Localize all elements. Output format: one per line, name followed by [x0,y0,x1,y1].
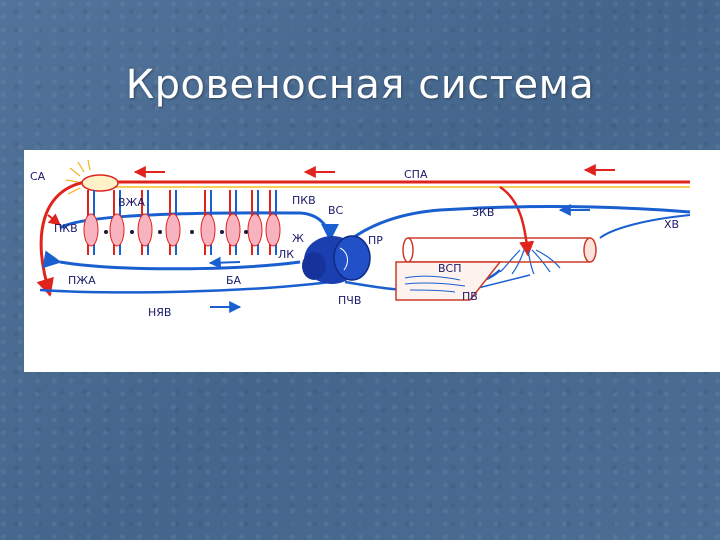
head-artery-inner [47,213,61,226]
posterior-cardinal-vein [349,204,691,242]
label-nyav: НЯВ [148,306,171,319]
gill-arch [83,190,99,255]
label-zkv: ЗКВ [472,206,494,219]
ventral-aorta [42,250,301,271]
liver-capillaries [404,275,466,293]
arrow-ba [208,256,241,269]
label-sa: СА [30,170,46,183]
aorta-branch-down [499,185,535,257]
anterior-cardinal-vein [59,211,339,242]
sun-rays [65,159,91,195]
intestine-tube [408,237,590,263]
label-pkv-top: ПКВ [292,194,316,207]
gill-arch [109,190,125,255]
label-pkv-left: ПКВ [54,222,78,235]
label-pv: ПВ [462,290,478,303]
label-vzha: ВЖА [118,196,145,209]
label-vsp: ВСП [438,262,462,275]
heart [302,235,371,284]
head-artery-loop [36,180,86,297]
tail-vein [599,214,691,239]
gill-arch [200,190,216,255]
head-sinus [81,174,119,192]
gill-arch [225,190,241,255]
label-vs: ВС [328,204,344,217]
label-lk: ЛК [278,248,294,261]
gill-arch [165,190,181,255]
label-ba: БА [226,274,242,287]
label-pzha: ПЖА [68,274,96,287]
gill-arch [265,190,281,255]
intestine-end-left [402,237,414,263]
label-hv: ХВ [664,218,679,231]
label-pr: ПР [368,234,383,247]
gill-arch [137,190,153,255]
label-spa: СПА [404,168,428,181]
slide-title: Кровеносная система [125,62,595,108]
label-pchv: ПЧВ [338,294,361,307]
intestine-end-right [583,237,597,263]
label-zh: Ж [292,232,304,245]
gill-arches [83,190,281,255]
gill-dots [104,230,248,234]
gill-arch [247,190,263,255]
subintestinal-vein [39,280,331,294]
